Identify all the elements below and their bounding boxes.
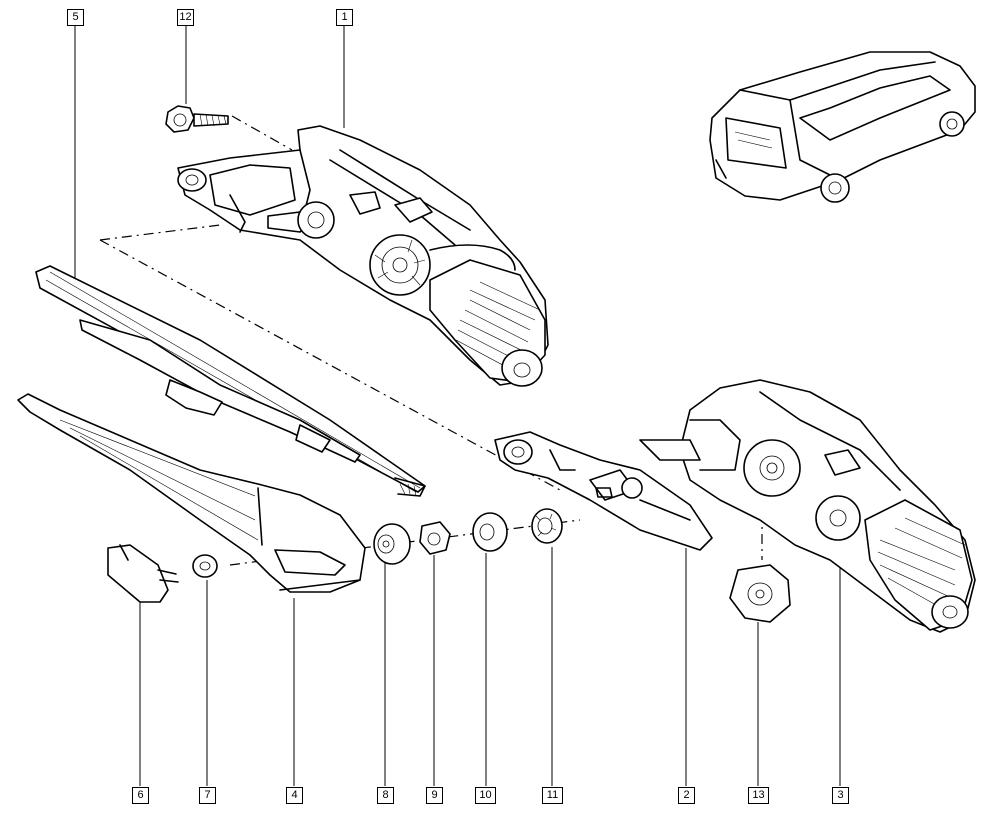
part-2-bracket (494, 431, 713, 551)
part-10-washer (472, 512, 508, 552)
callout-part-5: 5 (67, 9, 84, 26)
callout-part-4: 4 (286, 787, 303, 804)
leader-lines (74, 26, 841, 786)
part-13-seal (729, 564, 791, 623)
part-11-bushing (531, 508, 563, 544)
callout-part-11: 11 (542, 787, 563, 804)
callout-part-1: 1 (336, 9, 353, 26)
part-7-nut (192, 554, 218, 578)
part-12-screw (165, 105, 229, 133)
car-illustration (709, 51, 976, 203)
part-9-nut (419, 521, 451, 555)
part-3-motor-assembly (639, 379, 976, 633)
part-8-grommet (373, 523, 411, 565)
callout-part-6: 6 (132, 787, 149, 804)
callout-part-7: 7 (199, 787, 216, 804)
callout-part-3: 3 (832, 787, 849, 804)
callout-part-12: 12 (177, 9, 194, 26)
part-4-wiper-arm (17, 393, 366, 593)
callout-part-8: 8 (377, 787, 394, 804)
callout-part-2: 2 (678, 787, 695, 804)
callout-part-9: 9 (426, 787, 443, 804)
part-1-wiper-motor (177, 125, 549, 387)
callout-part-10: 10 (475, 787, 496, 804)
part-6-cap (107, 544, 179, 603)
part-5-wiper-blade (35, 265, 426, 497)
callout-part-13: 13 (748, 787, 769, 804)
